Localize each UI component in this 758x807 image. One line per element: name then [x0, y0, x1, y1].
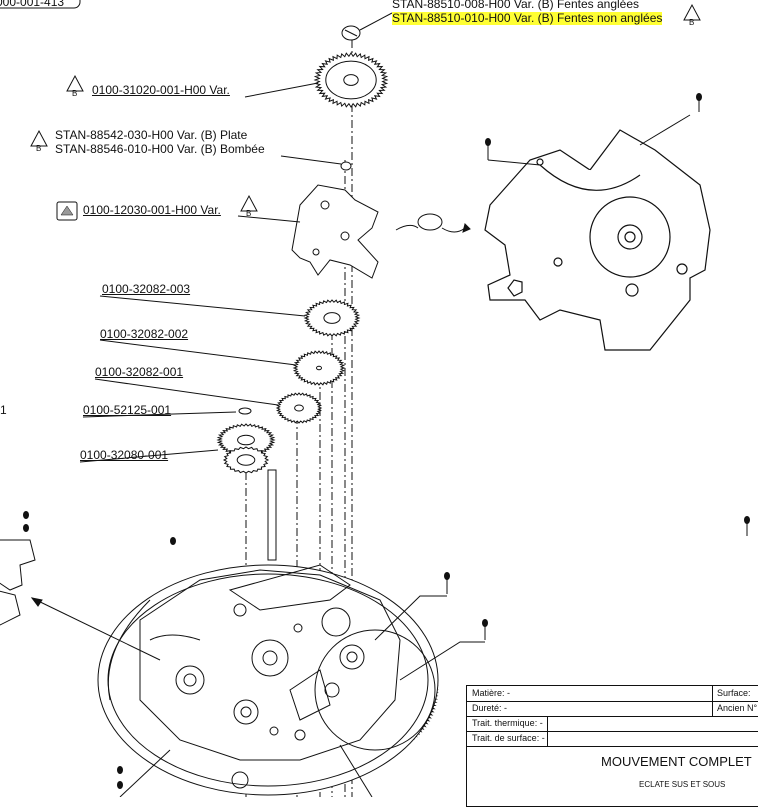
main-plate: [97, 564, 439, 796]
drawing-subtitle: ECLATE SUS ET SOUS: [639, 780, 726, 789]
title-block-row: Trait. de surface: -: [467, 731, 758, 747]
label-0100-32080: 0100-32080-001: [80, 448, 169, 462]
crown-wheel-part: [313, 52, 389, 108]
traitement-surface-field: Trait. de surface: -: [472, 733, 545, 743]
label-0100-32082-003: 0100-32082-003: [102, 282, 191, 296]
partial-reference-left: 1: [0, 403, 7, 417]
gear-0100-32082-001: [275, 392, 323, 424]
rotation-arrow: [395, 213, 471, 233]
title-block: Matière: - Surface: Dureté: - Ancien N° …: [466, 685, 758, 807]
label-0100-32082-002: 0100-32082-002: [100, 327, 189, 341]
surface-field: Surface:: [717, 688, 751, 698]
bridge-plate-part: [291, 184, 379, 279]
ancien-field: Ancien N°: [717, 703, 758, 713]
left-partial-part: [0, 539, 36, 626]
drawing-title: MOUVEMENT COMPLET: [601, 754, 752, 769]
pinion-with-post: [267, 469, 277, 561]
matiere-field: Matière: -: [472, 688, 511, 698]
label-0100-12030: 0100-12030-001-H00 Var.: [83, 203, 221, 217]
gear-0100-32082-002: [292, 350, 346, 386]
warning-letter: B: [36, 144, 42, 153]
label-0100-32082-001: 0100-32082-001: [95, 365, 184, 379]
title-block-row: Trait. thermique: -: [467, 716, 758, 732]
screw-part: [341, 25, 361, 41]
label-stan-88546: STAN-88546-010-H00 Var. (B) Bombée: [55, 142, 265, 156]
title-block-row: Matière: - Surface:: [467, 686, 758, 702]
label-stan-88510-010-highlighted: STAN-88510-010-H00 Var. (B) Fentes non a…: [392, 11, 663, 25]
traitement-thermique-field: Trait. thermique: -: [472, 718, 543, 728]
title-block-row: Dureté: - Ancien N°: [467, 701, 758, 717]
warning-letter: B: [72, 89, 78, 98]
durete-field: Dureté: -: [472, 703, 508, 713]
warning-letter: B: [246, 209, 252, 218]
finish-icon: [56, 201, 78, 221]
label-stan-88510-008: STAN-88510-008-H00 Var. (B) Fentes anglé…: [392, 0, 640, 11]
leader-lines-right: [487, 114, 691, 166]
gear-0100-32080-pinion: [222, 446, 270, 474]
label-stan-88542: STAN-88542-030-H00 Var. (B) Plate: [55, 128, 248, 142]
leader-lines-bottom: [30, 595, 485, 797]
label-0100-31020: 0100-31020-001-H00 Var.: [92, 83, 230, 97]
gear-0100-32082-003: [303, 299, 361, 337]
small-screw-part: [340, 161, 352, 171]
part-0100-52125: [238, 407, 252, 415]
pointer-markers: [23, 93, 750, 789]
label-0100-52125: 0100-52125-001: [83, 403, 172, 417]
warning-letter: B: [689, 18, 695, 27]
bridge-detail-view: [484, 129, 711, 351]
partial-reference-top: 000-001-413: [0, 0, 65, 9]
crown-wheel-gear: [313, 52, 389, 108]
